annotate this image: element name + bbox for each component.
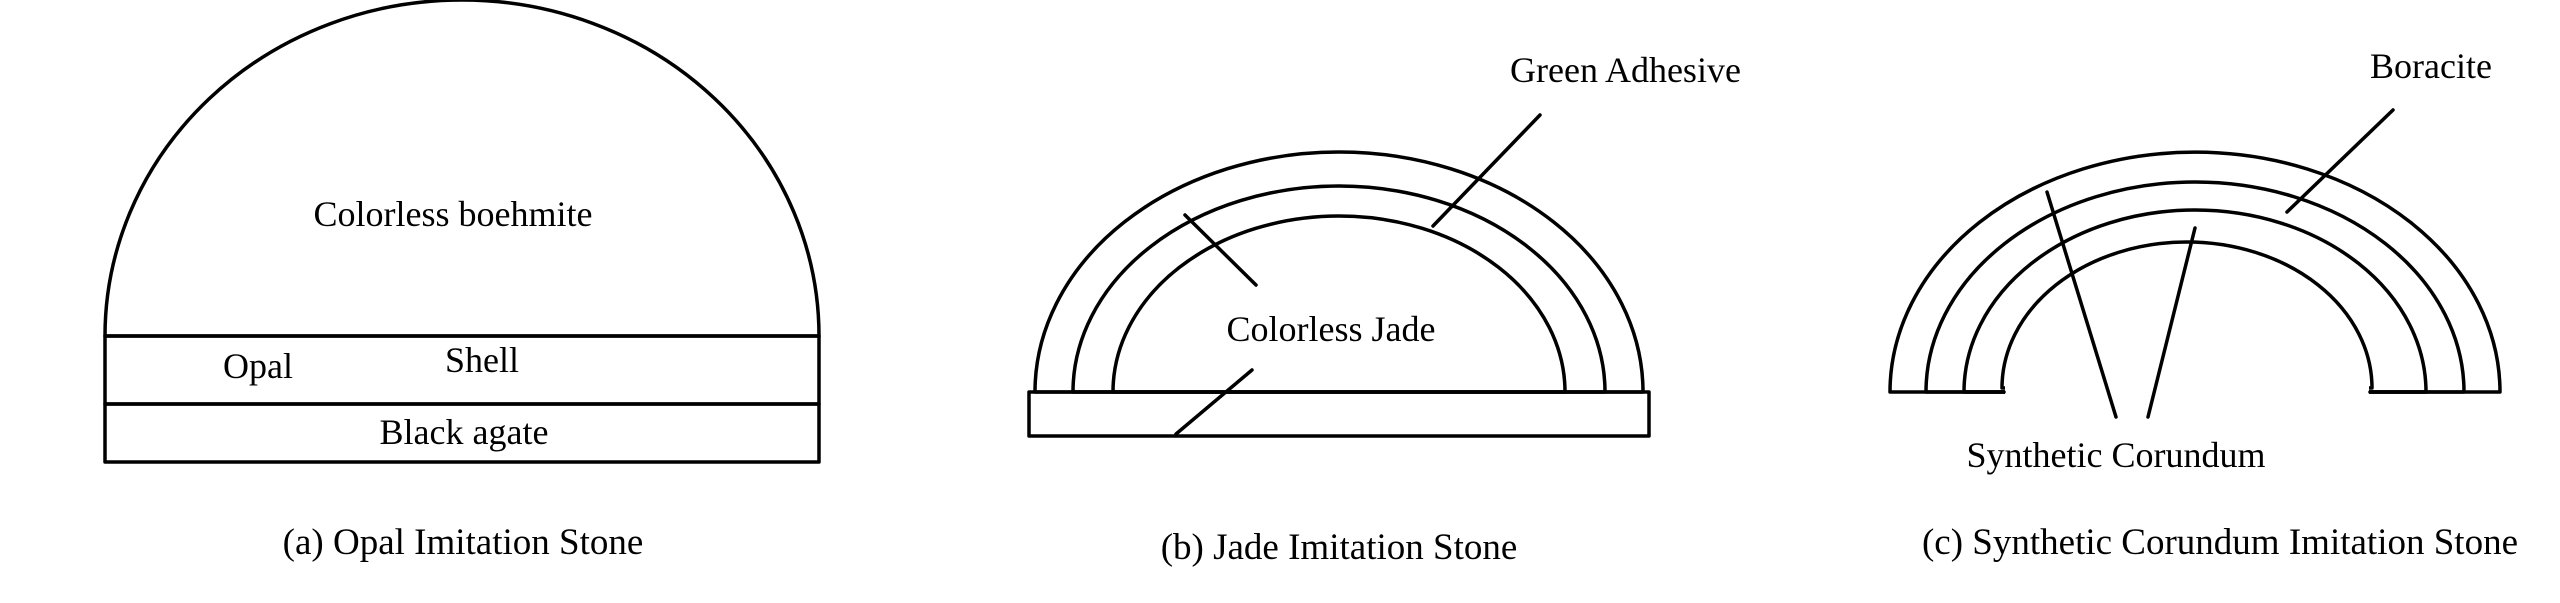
boracite-label: Boracite <box>2370 46 2492 86</box>
diagram-opal: Colorless boehmite Opal Shell Black agat… <box>103 0 821 563</box>
outer-corundum-shell <box>1888 150 2502 394</box>
caption-b: (b) Jade Imitation Stone <box>1161 527 1518 568</box>
black-agate-label-box <box>378 413 550 453</box>
colorless-jade-leader-lower <box>1174 368 1254 436</box>
caption-a: (a) Opal Imitation Stone <box>283 522 644 563</box>
green-adhesive-label: Green Adhesive <box>1510 50 1741 90</box>
opal-label-box <box>202 342 314 398</box>
diagram-corundum: Boracite Synthetic Corundum (c) Syntheti… <box>1888 46 2518 563</box>
boracite-layer <box>1924 180 2466 394</box>
jade-base-plate <box>1027 390 1651 438</box>
colorless-boehmite-label: Colorless boehmite <box>314 194 593 234</box>
colorless-jade-leader-upper <box>1183 213 1258 287</box>
black-agate-label: Black agate <box>380 412 549 452</box>
shell-label-box <box>396 340 570 400</box>
black-agate-base <box>103 402 821 464</box>
colorless-boehmite-dome <box>103 0 821 338</box>
inner-corundum-shell <box>1962 208 2428 394</box>
synthetic-corundum-leader-left <box>2045 190 2118 419</box>
shell-label: Shell <box>445 340 519 380</box>
synthetic-corundum-label: Synthetic Corundum <box>1967 435 2266 475</box>
colorless-jade-label: Colorless Jade <box>1227 309 1436 349</box>
green-adhesive-leader <box>1431 113 1542 228</box>
boracite-leader <box>2285 108 2395 214</box>
green-adhesive-layer <box>1071 184 1607 394</box>
outer-jade-shell <box>1033 150 1645 394</box>
diagram-jade: Green Adhesive Colorless Jade (b) Jade I… <box>1027 50 1741 568</box>
base-gap-mask <box>2005 381 2369 397</box>
synthetic-corundum-leader-right <box>2146 226 2197 419</box>
colorless-jade-core <box>1111 214 1567 394</box>
opal-label: Opal <box>223 346 293 386</box>
caption-c: (c) Synthetic Corundum Imitation Stone <box>1922 522 2518 563</box>
colorless-jade-label-box <box>1222 305 1440 351</box>
